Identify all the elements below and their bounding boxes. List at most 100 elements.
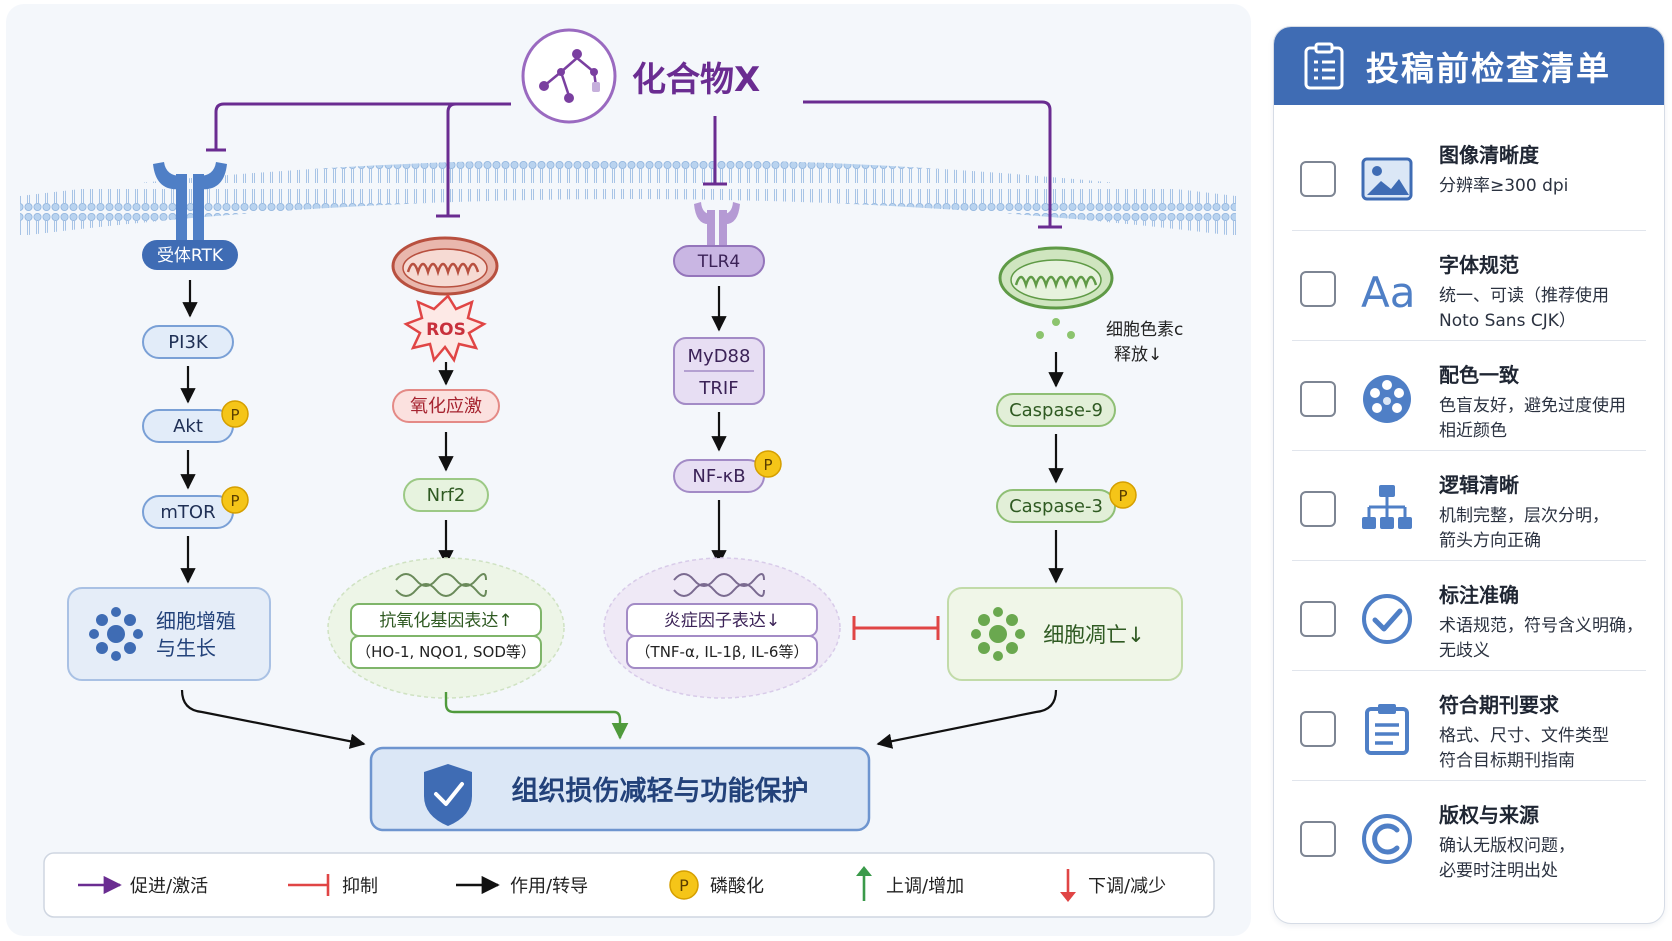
checklist-checkbox[interactable] [1300, 711, 1336, 747]
myd88-text: MyD88 [688, 346, 751, 367]
molecule-atom [592, 82, 600, 92]
checklist-title: 投稿前检查清单 [1366, 49, 1611, 88]
font-icon: Aa [1361, 268, 1415, 317]
phospho-badge-text: P [230, 406, 239, 424]
rtk-receptor-icon [153, 162, 227, 240]
legend-phospho-symbol: P [679, 876, 689, 895]
cell-membrane [20, 159, 1236, 236]
svg-text:Aa: Aa [1361, 268, 1415, 317]
cytochrome-c-dots [1036, 318, 1075, 339]
final-outcome-text: 组织损伤减轻与功能保护 [512, 775, 809, 807]
akt-text: Akt [173, 416, 203, 437]
pi3k-text: PI3K [168, 332, 209, 353]
apoptosis-box [947, 587, 1183, 681]
checklist-item-desc: 无歧义 [1439, 641, 1490, 661]
checklist-item-font: Aa 字体规范 统一、可读（推荐使用 Noto Sans CJK） [1274, 231, 1664, 341]
checklist-item-desc: 统一、可读（推荐使用 [1439, 286, 1609, 306]
checklist-header: 投稿前检查清单 [1274, 27, 1664, 105]
inflammatory-gene-sub-text: （TNF-α, IL-1β, IL-6等） [636, 643, 809, 661]
checklist-item-desc: 色盲友好，避免过度使用 [1439, 396, 1626, 416]
dna-icon [395, 573, 487, 597]
palette-icon [1363, 375, 1411, 423]
divider [1292, 670, 1646, 671]
compound-inhibition-lines [206, 100, 1062, 229]
nfkb-text: NF-κB [692, 466, 745, 487]
pathway-diagram-canvas: 化合物X 受体RTK PI3K Akt P mTOR P 细胞增殖 [20, 28, 1236, 918]
molecule-atom [590, 68, 598, 76]
rtk-receptor-text: 受体RTK [157, 246, 224, 266]
molecule-atom [564, 93, 574, 103]
cytochrome-c-text: 细胞色素c [1106, 320, 1183, 340]
checklist-checkbox[interactable] [1300, 271, 1336, 307]
inflammation-apoptosis-inhibition [852, 616, 940, 640]
proliferation-text-2: 与生长 [156, 636, 216, 660]
checklist-item-desc: 箭头方向正确 [1439, 531, 1541, 551]
apoptotic-cell-icon [971, 607, 1025, 661]
legend-down-arrowhead [1060, 892, 1076, 902]
antioxidant-gene-sub-text: （HO-1, NQO1, SOD等） [356, 643, 536, 661]
compound-name: 化合物X [632, 60, 760, 100]
converging-arrows [180, 689, 1058, 749]
checklist-item-annotation: 标注准确 术语规范，符号含义明确， 无歧义 [1274, 561, 1664, 671]
checklist-item-desc: 分辨率≥300 dpi [1439, 176, 1569, 196]
inflammatory-gene-sub-box [626, 635, 818, 669]
trif-text: TRIF [698, 378, 738, 399]
checklist-item-desc: 符合目标期刊指南 [1439, 751, 1575, 771]
checklist-item-desc: 术语规范，符号含义明确， [1439, 616, 1643, 636]
molecule-atom [539, 81, 549, 91]
inflammatory-gene-text: 炎症因子表达↓ [664, 611, 780, 631]
tlr4-receptor-icon [694, 202, 740, 248]
phospho-badge-text: P [230, 492, 239, 510]
divider [1292, 560, 1646, 561]
rtk-pathway: 受体RTK PI3K Akt P mTOR P 细胞增殖 与生长 [67, 162, 271, 681]
nrf2-node [403, 478, 489, 512]
checklist-checkbox[interactable] [1300, 381, 1336, 417]
tlr4-text: TLR4 [697, 252, 740, 272]
clipboard-icon [1304, 42, 1344, 90]
phospho-badge [221, 486, 249, 514]
phospho-badge-text: P [763, 456, 772, 474]
shield-icon [424, 764, 472, 826]
molecule-atom [572, 49, 582, 59]
apoptosis-pathway: 细胞色素c 释放↓ Caspase-9 Caspase-3 P 细胞凋亡↓ [947, 246, 1183, 681]
checklist-item-image: 图像清晰度 分辨率≥300 dpi [1274, 121, 1664, 231]
legend-up-arrowhead [856, 866, 872, 876]
checklist-item-color: 配色一致 色盲友好，避免过度使用 相近颜色 [1274, 341, 1664, 451]
image-icon [1361, 157, 1413, 201]
divider [1292, 230, 1646, 231]
ros-pathway: ROS 氧化应激 Nrf2 抗氧化基因表达↑ （HO-1, NQO1, SOD等… [327, 236, 565, 699]
hierarchy-icon [1362, 485, 1412, 529]
mitochondrion-icon [391, 236, 499, 296]
checklist-checkbox[interactable] [1300, 601, 1336, 637]
checklist-item-desc: 相近颜色 [1439, 421, 1507, 441]
legend-phospho-badge [669, 870, 699, 900]
pi3k-node [142, 325, 234, 359]
checklist-item-title: 逻辑清晰 [1439, 473, 1519, 497]
checklist-checkbox[interactable] [1300, 491, 1336, 527]
ros-text: ROS [426, 320, 466, 340]
cytochrome-c-release-text: 释放↓ [1114, 345, 1162, 365]
checklist-item-desc: 格式、尺寸、文件类型 [1439, 726, 1609, 746]
checklist-item-title: 图像清晰度 [1439, 143, 1539, 167]
legend-down-label: 下调/减少 [1088, 876, 1166, 897]
phospho-badge [754, 450, 782, 478]
clipboard-icon [1365, 704, 1409, 755]
ros-burst: ROS [403, 294, 487, 363]
shield-check-mark [434, 782, 464, 806]
pathway-diagram: 化合物X 受体RTK PI3K Akt P mTOR P 细胞增殖 [6, 4, 1251, 936]
legend: 促进/激活 抑制 作用/转导 P 磷酸化 上调/增加 下调/减少 [43, 852, 1215, 918]
checklist-item-title: 符合期刊要求 [1439, 693, 1559, 717]
cell-cluster-icon [89, 607, 143, 661]
checklist-item-logic: 逻辑清晰 机制完整，层次分明， 箭头方向正确 [1274, 451, 1664, 561]
checklist-checkbox[interactable] [1300, 161, 1336, 197]
legend-inhibit-label: 抑制 [342, 876, 378, 897]
dna-icon [673, 573, 765, 597]
checklist-checkbox[interactable] [1300, 821, 1336, 857]
proliferation-text-1: 细胞增殖 [156, 609, 236, 633]
checklist-item-desc: 机制完整，层次分明， [1439, 506, 1609, 526]
legend-up-label: 上调/增加 [886, 876, 964, 897]
compound-x: 化合物X [521, 28, 760, 124]
checklist-item-title: 标注准确 [1439, 583, 1519, 607]
tlr4-label [673, 245, 765, 277]
checklist-item-desc: 必要时注明出处 [1439, 861, 1558, 881]
